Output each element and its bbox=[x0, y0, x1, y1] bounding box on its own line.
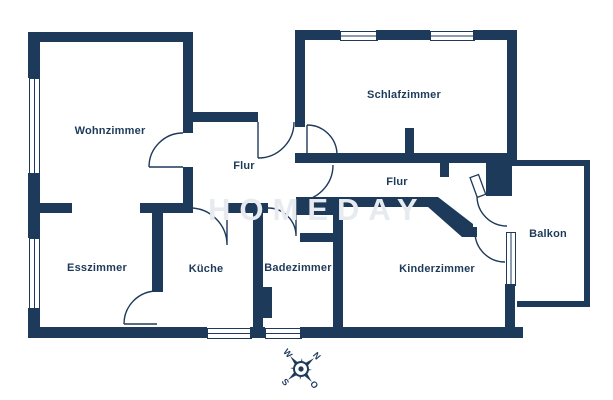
wall-segment bbox=[152, 213, 163, 292]
door-arc-schlafzimmer bbox=[306, 124, 338, 156]
door-arc-entry-flur bbox=[257, 121, 295, 159]
compass-north-label: N bbox=[311, 350, 323, 361]
room-label-flur-west: Flur bbox=[233, 160, 255, 172]
compass-east-label: O bbox=[308, 379, 320, 391]
room-label-schlafzimmer: Schlafzimmer bbox=[367, 89, 441, 101]
room-label-balkon: Balkon bbox=[529, 228, 567, 240]
room-label-badezimmer: Badezimmer bbox=[264, 262, 332, 274]
entry-door-block bbox=[486, 158, 512, 196]
wall-segment bbox=[140, 203, 190, 213]
door-arc-kinderzimmer bbox=[474, 231, 506, 263]
compass-rose: N O S W bbox=[280, 347, 323, 391]
wall-segment bbox=[28, 203, 72, 213]
room-label-wohnzimmer: Wohnzimmer bbox=[74, 125, 146, 137]
door-arc-balkon bbox=[476, 195, 508, 227]
room-label-kueche: Küche bbox=[188, 263, 224, 275]
wall-segment bbox=[183, 167, 193, 213]
wall-segment bbox=[505, 284, 515, 338]
wall-segment bbox=[28, 327, 207, 338]
room-label-flur-ost: Flur bbox=[386, 176, 408, 188]
wall-stub bbox=[300, 233, 335, 242]
door-arc-esszimmer bbox=[123, 290, 158, 325]
wall-segment bbox=[185, 112, 258, 122]
wall-segment bbox=[253, 213, 263, 327]
balcony-wall bbox=[512, 160, 590, 166]
wall-segment bbox=[295, 30, 305, 127]
room-label-esszimmer: Esszimmer bbox=[67, 262, 127, 274]
wall-segment bbox=[295, 30, 340, 40]
door-arc-badezimmer bbox=[267, 207, 297, 237]
door-arc-kueche bbox=[189, 207, 228, 246]
wall-segment bbox=[333, 215, 343, 337]
wall-segment bbox=[343, 197, 428, 207]
shaft-block bbox=[253, 287, 272, 318]
door-arc-flur-passage bbox=[296, 164, 334, 202]
wall-segment bbox=[507, 40, 517, 163]
wall-segment bbox=[473, 30, 517, 40]
room-label-kinderzimmer: Kinderzimmer bbox=[399, 263, 475, 275]
wall-segment bbox=[183, 42, 193, 133]
balcony-wall bbox=[517, 301, 590, 307]
door-arc-wohnzimmer bbox=[148, 132, 184, 168]
wall-segment bbox=[227, 203, 268, 213]
wall-segment bbox=[28, 32, 193, 42]
wall-segment bbox=[296, 197, 343, 215]
wall-segment bbox=[28, 32, 40, 78]
diagonal-wall bbox=[428, 197, 473, 237]
wall-stub bbox=[405, 128, 414, 153]
wall-segment bbox=[376, 30, 430, 40]
balcony-wall bbox=[584, 160, 590, 307]
compass-south-label: S bbox=[280, 377, 292, 388]
watermark: HOMEDAY bbox=[208, 192, 427, 227]
entry-door-leaf bbox=[469, 173, 487, 199]
wall-segment bbox=[250, 327, 265, 338]
wall-stub bbox=[440, 163, 449, 177]
wall-segment bbox=[300, 327, 523, 338]
wall-segment bbox=[295, 153, 517, 163]
